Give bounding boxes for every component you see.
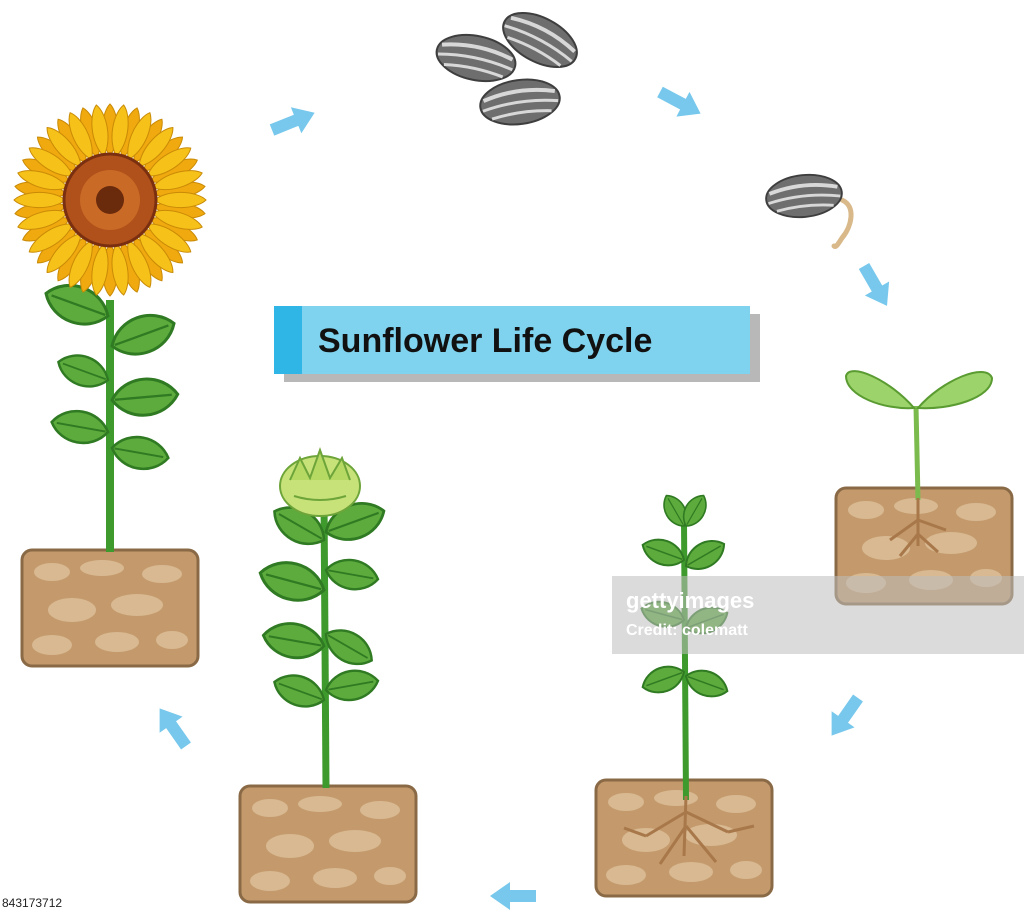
seedling-illustration (834, 370, 1014, 606)
image-id: 843173712 (2, 896, 63, 910)
arrow-seedling-to-young-plant (820, 689, 870, 744)
sunflower-petal (68, 239, 93, 288)
title-accent-strip (274, 306, 302, 374)
arrow-young-plant-to-budding-plant (490, 882, 536, 910)
sunflower-petal (153, 192, 207, 208)
sunflower-petal (91, 242, 109, 296)
sunflower-petal (17, 210, 69, 230)
germinating-seed-illustration (762, 169, 854, 249)
watermark-logo: gettyimages (626, 588, 755, 613)
sunflower-petal (138, 126, 174, 168)
sunflower-petal (46, 126, 82, 168)
title-box: Sunflower Life Cycle (274, 306, 750, 374)
seeds-illustration (430, 2, 585, 132)
young-plant-illustration (594, 489, 774, 898)
arrow-blooming-to-seeds (266, 99, 320, 143)
arrow-budding-to-blooming (148, 700, 198, 755)
watermark-credit: Credit: colematt (626, 622, 748, 639)
sunflower-petal (17, 170, 69, 190)
sunflower-petal (138, 232, 174, 274)
arrow-seeds-to-germination (653, 79, 708, 126)
sunflower-petal (146, 147, 192, 177)
sunflower-petal (151, 170, 203, 190)
sunflower-petal (46, 232, 82, 274)
sunflower-petal (111, 104, 129, 158)
sunflower-petal (13, 192, 67, 208)
sunflower-petal (146, 223, 192, 253)
sunflower-petal (91, 104, 109, 158)
arrow-germination-to-seedling (851, 259, 900, 313)
sunflower-petal (111, 242, 129, 296)
watermark: gettyimages Credit: colematt (612, 576, 1024, 654)
sunflower-petal (127, 239, 152, 288)
diagram-title: Sunflower Life Cycle (318, 322, 653, 360)
budding-plant-illustration (238, 447, 418, 904)
sunflower-petal (68, 112, 93, 161)
sunflower-petal (28, 147, 74, 177)
title-banner: Sunflower Life Cycle (274, 306, 760, 382)
sunflower-petal (28, 223, 74, 253)
blooming-sunflower-illustration (13, 103, 207, 668)
sunflower-petal (151, 210, 203, 230)
sunflower-petal (127, 112, 152, 161)
